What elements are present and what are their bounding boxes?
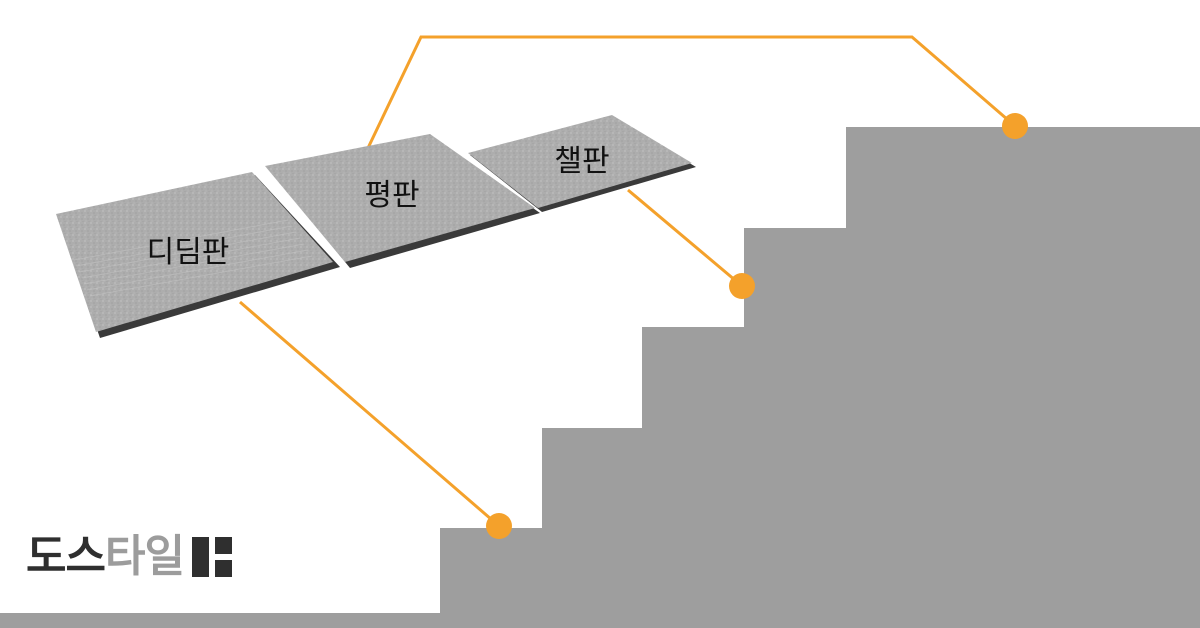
connector-dot-bottom xyxy=(486,513,512,539)
connector-line-riser xyxy=(627,188,743,288)
connector-dot-top xyxy=(1002,113,1028,139)
logo-text-part2: 타일 xyxy=(104,531,185,582)
connector-line-flat-slab xyxy=(366,35,1016,149)
connector-line-tread xyxy=(239,300,500,528)
tread-slab: 디딤판 xyxy=(56,172,340,338)
logo-mark-icon xyxy=(191,537,232,577)
logo-text-part1: 도스 xyxy=(26,531,106,582)
flat-label: 평판 xyxy=(364,178,419,213)
tread-label: 디딤판 xyxy=(147,235,230,270)
connector-dot-middle xyxy=(729,273,755,299)
dos-tile-logo: 도스 타일 xyxy=(26,532,232,582)
riser-slab: 챌판 xyxy=(468,115,696,212)
staircase xyxy=(0,127,1200,628)
riser-label: 챌판 xyxy=(554,144,609,179)
flat-slab: 평판 xyxy=(265,134,540,268)
